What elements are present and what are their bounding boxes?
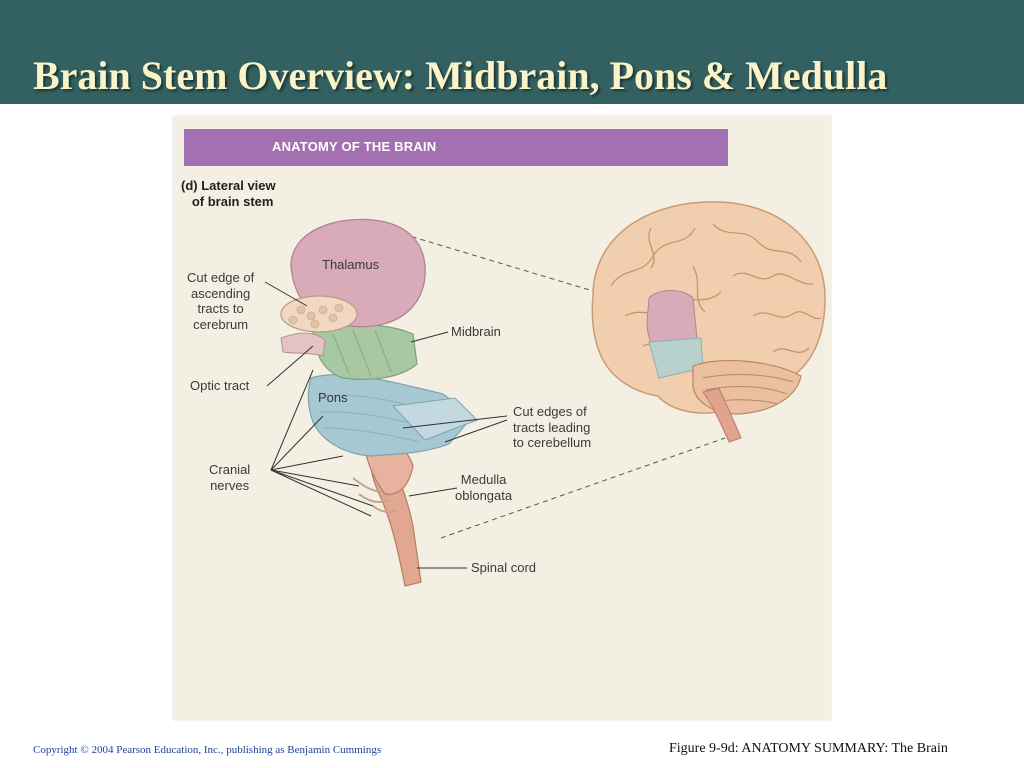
copyright-text: Copyright © 2004 Pearson Education, Inc.… xyxy=(33,744,382,756)
banner-text: ANATOMY OF THE BRAIN xyxy=(272,139,437,154)
cerebellum-shape xyxy=(692,359,802,415)
brain-stem-drawing xyxy=(280,218,478,587)
whole-brain-spinal-cord xyxy=(702,387,742,443)
title-bar: Brain Stem Overview: Midbrain, Pons & Me… xyxy=(0,0,1024,104)
label-leader-lines xyxy=(264,281,508,569)
label-optic-tract: Optic tract xyxy=(190,378,250,393)
cranial-nerve-stubs xyxy=(352,477,398,514)
ascending-tracts-cut-edge xyxy=(280,295,358,333)
view-label: (d) Lateral view of brain stem xyxy=(181,178,276,209)
label-spinal-cord: Spinal cord xyxy=(471,560,537,575)
cerebellar-cut-edge xyxy=(391,397,478,441)
label-thalamus: Thalamus xyxy=(322,257,380,272)
brain-illustration xyxy=(264,201,826,587)
label-pons: Pons xyxy=(318,390,348,405)
label-cut-edge-ascending: Cut edge of ascending tracts to cerebrum xyxy=(187,270,255,332)
figure-caption: Figure 9-9d: ANATOMY SUMMARY: The Brain xyxy=(669,741,948,756)
whole-brain-drawing xyxy=(591,201,826,443)
midbrain-shape xyxy=(312,324,418,381)
label-midbrain: Midbrain xyxy=(451,324,501,339)
optic-tract-shape xyxy=(280,332,326,357)
label-cranial-nerves: Cranial nerves xyxy=(209,462,251,493)
figure-banner: ANATOMY OF THE BRAIN xyxy=(184,129,728,166)
label-medulla-oblongata: Medulla oblongata xyxy=(455,472,513,503)
label-cut-edges-cerebellum: Cut edges of tracts leading to cerebellu… xyxy=(513,404,592,450)
anatomy-figure: ANATOMY OF THE BRAIN (d) Lateral view of… xyxy=(173,116,831,720)
slide-title: Brain Stem Overview: Midbrain, Pons & Me… xyxy=(33,53,888,98)
